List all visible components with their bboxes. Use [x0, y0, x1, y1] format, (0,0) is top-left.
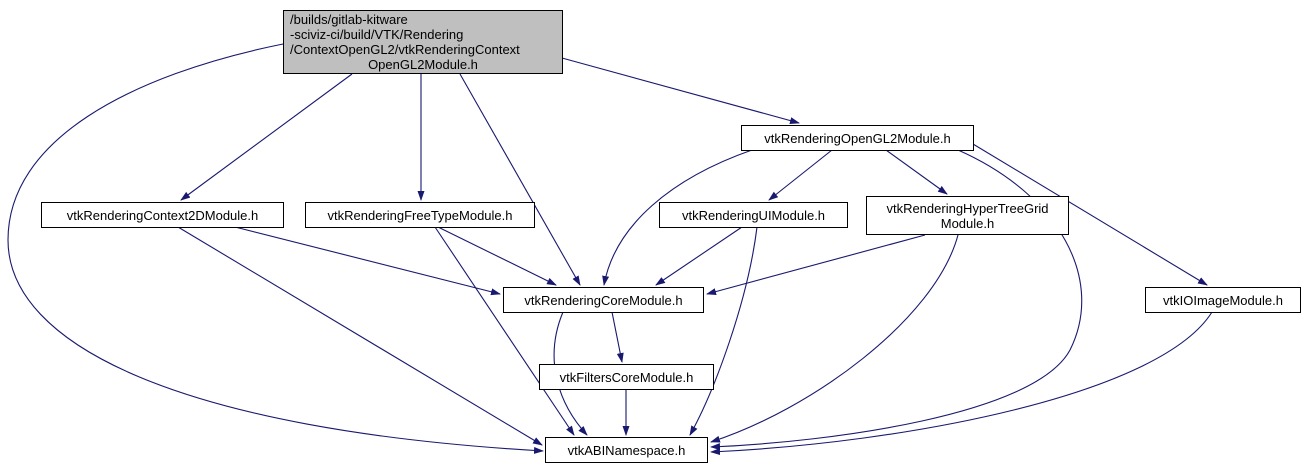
edge-rendering-opengl2-to-rendering-ui — [768, 149, 833, 201]
edge-rendering-context2d-to-rendering-core — [234, 226, 501, 296]
node-main-label-line: OpenGL2Module.h — [368, 57, 478, 72]
edge-main-to-abi-namespace — [7, 43, 544, 454]
edge-main-to-rendering-context2d — [180, 73, 353, 201]
edge-rendering-hypertreegrid-to-abi-namespace — [710, 234, 959, 443]
edge-rendering-opengl2-to-rendering-core — [602, 149, 753, 286]
node-main-label-line: /builds/gitlab-kitware — [290, 12, 408, 27]
node-main-label-line: -sciviz-ci/build/VTK/Rendering — [290, 27, 464, 42]
edge-rendering-ui-to-abi-namespace — [689, 226, 758, 436]
edge-main-to-rendering-core — [459, 73, 581, 286]
node-vtkRenderingContext2DModule[interactable]: vtkRenderingContext2DModule.h — [41, 202, 284, 228]
edge-rendering-context2d-to-abi-namespace — [177, 226, 543, 446]
edge-rendering-hypertreegrid-to-rendering-core — [706, 234, 926, 296]
edge-rendering-opengl2-to-abi-namespace — [710, 149, 1083, 451]
edge-rendering-freetype-to-rendering-core — [437, 226, 557, 286]
edge-main-to-rendering-opengl2 — [561, 57, 800, 124]
node-vtkIOImageModule[interactable]: vtkIOImageModule.h — [1145, 287, 1301, 313]
node-vtkRenderingHyperTreeGridModule[interactable]: vtkRenderingHyperTreeGrid Module.h — [866, 196, 1069, 235]
node-vtkFiltersCoreModule[interactable]: vtkFiltersCoreModule.h — [539, 364, 714, 390]
node-vtkRenderingFreeTypeModule[interactable]: vtkRenderingFreeTypeModule.h — [305, 202, 535, 228]
edge-rendering-core-to-filters-core — [611, 311, 624, 363]
edge-rendering-ui-to-rendering-core — [655, 226, 743, 286]
node-main-header[interactable]: /builds/gitlab-kitware -sciviz-ci/build/… — [283, 10, 563, 74]
node-vtkRenderingCoreModule[interactable]: vtkRenderingCoreModule.h — [503, 287, 704, 313]
node-vtkRenderingOpenGL2Module[interactable]: vtkRenderingOpenGL2Module.h — [741, 125, 974, 151]
node-main-label-line: /ContextOpenGL2/vtkRenderingContext — [290, 42, 520, 57]
edge-io-image-to-abi-namespace — [710, 311, 1213, 456]
node-vtkABINamespace[interactable]: vtkABINamespace.h — [545, 437, 708, 463]
edge-rendering-opengl2-to-io-image — [972, 143, 1208, 286]
edge-rendering-freetype-to-abi-namespace — [434, 226, 575, 436]
edge-rendering-opengl2-to-rendering-hypertreegrid — [885, 149, 948, 195]
node-vtkRenderingUIModule[interactable]: vtkRenderingUIModule.h — [659, 202, 848, 228]
